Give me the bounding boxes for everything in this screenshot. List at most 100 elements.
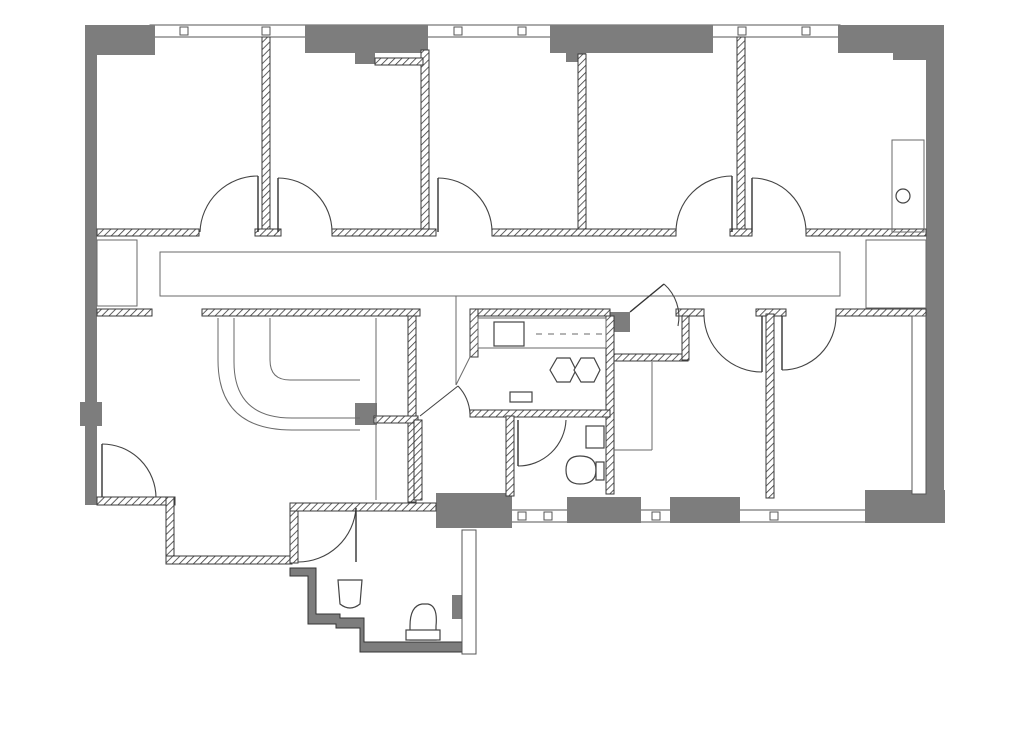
pier-top-3 (550, 25, 713, 53)
toilet-icon (565, 455, 597, 485)
mullion (651, 511, 661, 521)
mullion (801, 26, 811, 36)
washroom (505, 362, 653, 497)
top-office-doors (199, 175, 807, 233)
partition-v (407, 315, 417, 503)
door-swing (437, 177, 493, 233)
door-swing (751, 177, 807, 233)
pier-bottom-2 (670, 497, 740, 523)
corridor-top-wall (729, 228, 753, 237)
corridor-bottom-wall (201, 308, 421, 317)
mullion (261, 26, 271, 36)
corridor-end-right (865, 239, 927, 309)
corridor-top-wall (96, 228, 200, 237)
pier-top-left (85, 25, 155, 55)
partition-v (420, 49, 430, 235)
corridor-top-wall (491, 228, 677, 237)
partition-v (765, 313, 775, 499)
bottom-right-offices (703, 313, 927, 499)
table-icon (573, 357, 601, 383)
pier-top-2-stub (355, 50, 375, 64)
kitchen-wall-right (605, 315, 615, 495)
door-swing (675, 175, 733, 233)
door-swing (101, 443, 157, 499)
partition-v (736, 36, 746, 235)
mullion (543, 511, 553, 521)
bottom-window-mullions (517, 511, 779, 521)
corridor-bottom-wall (675, 308, 705, 317)
pier-bottom-right (865, 490, 945, 523)
door-swing (703, 315, 763, 373)
mullion (179, 26, 189, 36)
partition-v (577, 53, 587, 235)
door-swing (419, 385, 459, 417)
toilet-tank (405, 629, 441, 641)
mullion (517, 511, 527, 521)
bottom-wall (165, 555, 293, 565)
door-swing (457, 385, 471, 415)
right-inner-wall (911, 315, 927, 495)
top-window-mullions (179, 26, 811, 36)
entry-washroom (289, 529, 477, 655)
corridor (96, 239, 927, 385)
pier-top-right-stub (893, 50, 926, 60)
storage-door (613, 283, 690, 362)
curved-partition (233, 318, 360, 419)
left-wall (85, 25, 97, 505)
corridor-end-left (96, 239, 138, 307)
left-block (96, 315, 437, 565)
pier-left-mid (80, 402, 102, 426)
storage-wall (681, 315, 690, 361)
side-glass (461, 529, 477, 655)
pier-center (355, 403, 377, 425)
washroom-wall (505, 415, 515, 497)
corridor-top-wall (331, 228, 437, 237)
partition-v (413, 419, 423, 501)
kitchen-wall-left (469, 308, 479, 358)
partition-v (261, 36, 271, 235)
kitchen-wall-left-lower (455, 356, 471, 386)
corridor-bottom-wall (96, 308, 153, 317)
structural-piers (80, 25, 945, 619)
pier-bottom-entry (436, 493, 512, 528)
corridor-run (159, 251, 841, 297)
counter (477, 317, 607, 349)
counter (891, 139, 925, 233)
door-swing (297, 507, 357, 563)
partition-stub (374, 57, 424, 66)
right-wall (926, 25, 944, 523)
corridor-top-wall (254, 228, 282, 237)
sink-icon (585, 425, 605, 449)
table-icon (549, 357, 577, 383)
bottom-wall (165, 496, 175, 564)
mullion (769, 511, 779, 521)
bottom-wall (289, 502, 299, 564)
top-office-partitions (96, 36, 927, 237)
top-right-fixture (891, 139, 925, 233)
kitchen-wall-top (469, 308, 611, 317)
curved-partition (269, 318, 360, 381)
sink-icon (493, 321, 525, 347)
bottom-wall (289, 502, 437, 512)
curved-partition (217, 318, 360, 431)
door-swing (277, 177, 333, 233)
bottom-wall (96, 496, 176, 506)
pier-top-2 (305, 25, 428, 53)
door-leaf (629, 283, 665, 313)
corridor-top-wall (805, 228, 927, 237)
kitchen-wall-bottom (469, 409, 611, 418)
sink-icon (895, 188, 911, 204)
mullion (517, 26, 527, 36)
pier-top-right (838, 25, 944, 53)
kitchenette (419, 308, 615, 495)
door-swing (781, 315, 837, 371)
storage-wall (613, 353, 689, 362)
toilet-tank (595, 461, 605, 481)
mullion (453, 26, 463, 36)
mullion (737, 26, 747, 36)
door-swing (517, 419, 567, 467)
urinal-icon (337, 579, 363, 609)
partition-h (373, 415, 419, 424)
door-swing (663, 283, 680, 327)
